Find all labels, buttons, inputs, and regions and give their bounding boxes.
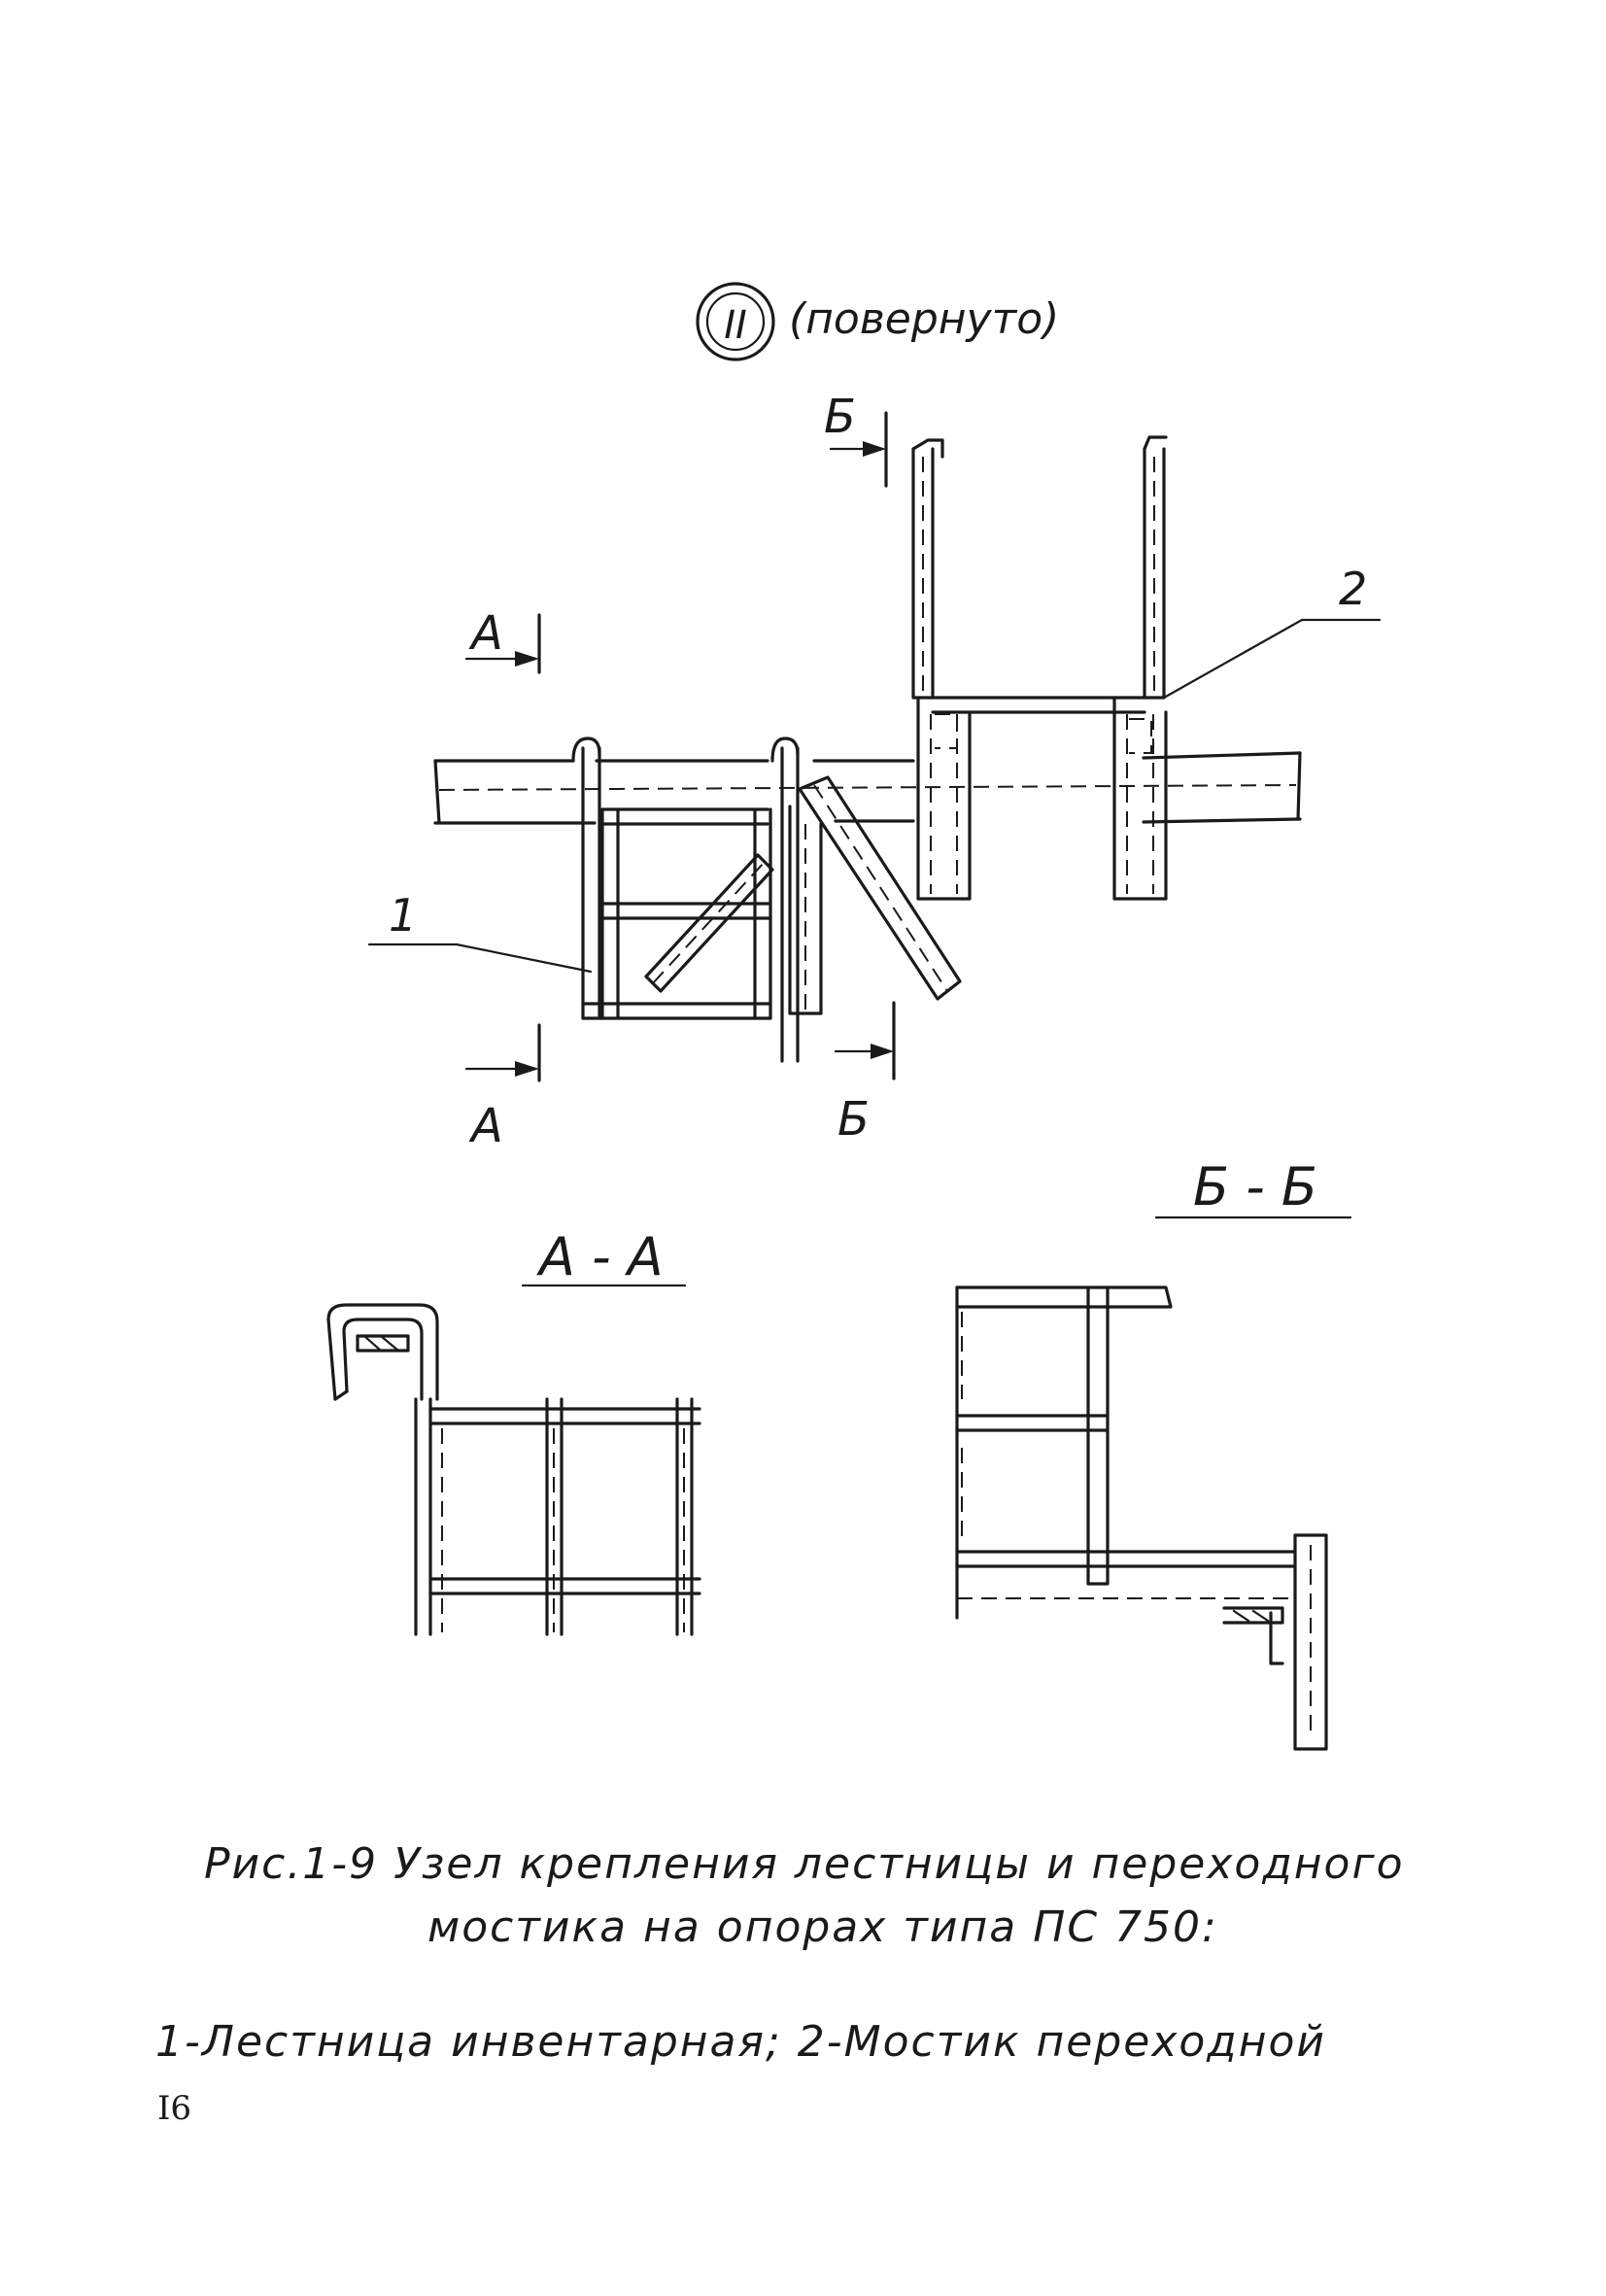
page-number: I6 [157,2089,192,2128]
section-a-label-bottom: А [468,1099,503,1153]
node-note: (повернуто) [789,294,1059,344]
node-marker: II [696,282,775,361]
section-aa-title: А - А [536,1226,664,1287]
bridge-item-2 [911,435,1168,901]
caption-line-1: Рис.1-9 Узел крепления лестницы и перехо… [204,1839,1405,1889]
section-a-label-top: А [468,606,503,661]
node-number: II [724,303,747,348]
section-mark-b [829,411,896,1080]
callout-1: 1 [389,889,417,942]
horizontal-beam [433,751,1302,825]
ladder-item-1 [571,737,800,1063]
ladder-section [414,1397,701,1636]
main-view: 1 2 А А Б Б [367,390,1382,1153]
hook-clamp [326,1303,439,1401]
section-bb-view [955,1216,1352,1751]
section-bb-title: Б - Б [1193,1156,1317,1217]
caption-legend: 1-Лестница инвентарная; 2-Мостик переход… [155,2017,1327,2067]
section-b-label-top: Б [824,390,856,444]
section-b-label-bottom: Б [837,1092,870,1147]
bridge-section [955,1285,1328,1751]
callout-2: 2 [1339,563,1367,615]
caption-line-2: мостика на опорах типа ПС 750: [427,1902,1218,1952]
section-aa-view [326,1284,701,1636]
angle-supports [788,775,962,1015]
section-mark-a [464,613,541,1082]
leader-lines [367,618,1382,974]
